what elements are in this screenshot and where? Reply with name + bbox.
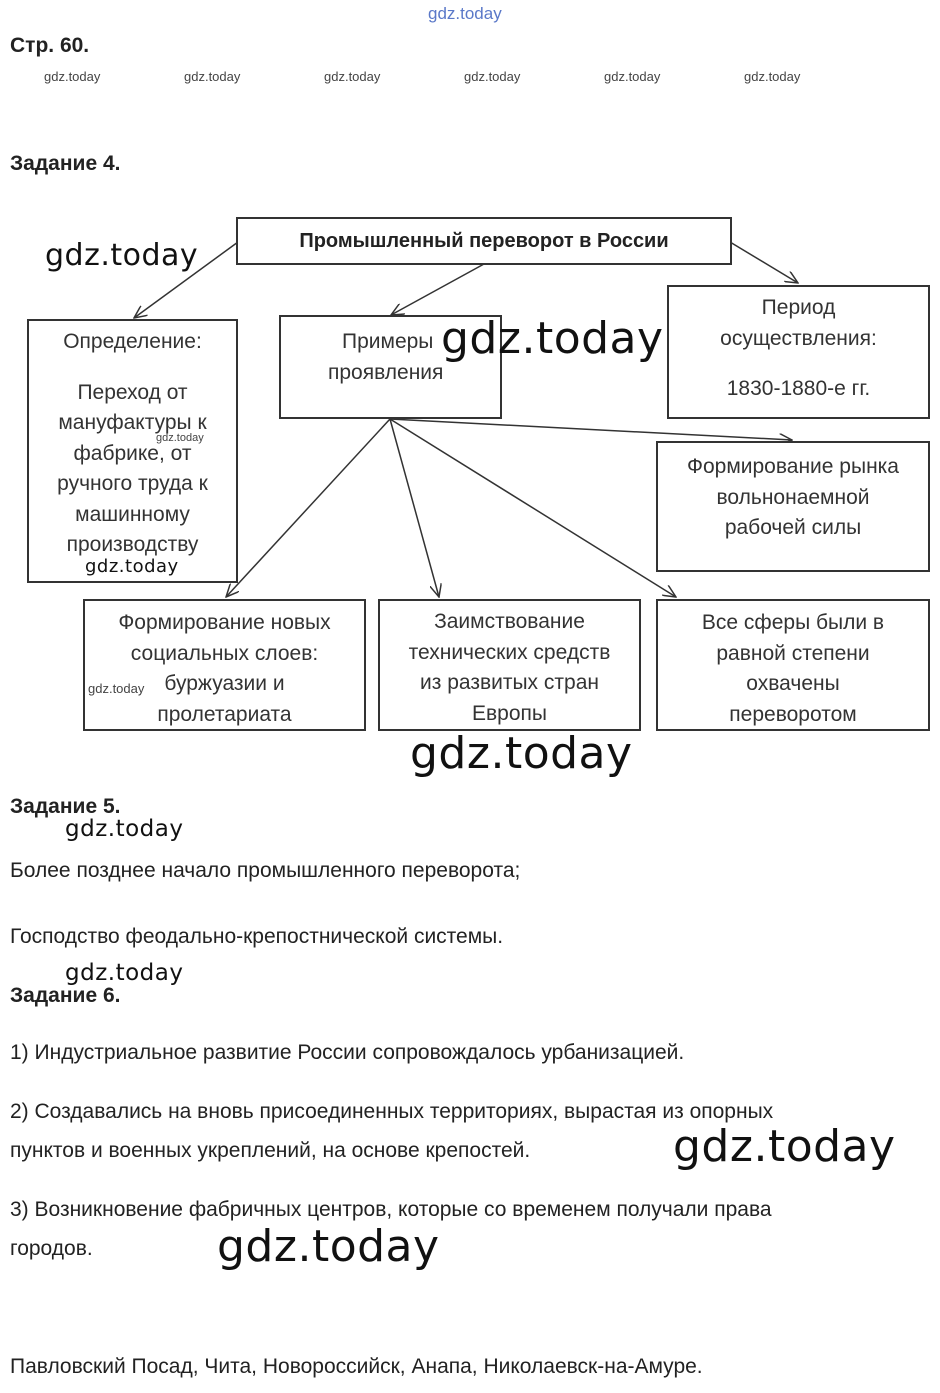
watermark-diagram-tiny: gdz.today bbox=[156, 432, 204, 444]
watermark-diagram-left: gdz.today bbox=[45, 238, 199, 273]
task6-item-1: 1) Индустриальное развитие России сопров… bbox=[10, 1041, 685, 1064]
tech-line-3: из развитых стран bbox=[420, 671, 599, 694]
arrow-root-to-definition bbox=[134, 241, 239, 318]
task5-line-1: Более позднее начало промышленного перев… bbox=[10, 859, 521, 882]
watermark-row-4: gdz.today bbox=[464, 69, 521, 84]
social-box: Формирование новых социальных слоев: бур… bbox=[83, 599, 366, 731]
market-line-2: вольнонаемной bbox=[716, 485, 870, 509]
arrow-examples-to-tech bbox=[389, 418, 439, 597]
tech-line-2: технических средств bbox=[408, 640, 611, 664]
root-title: Промышленный переворот в России bbox=[299, 230, 669, 252]
tech-line-1: Заимствование bbox=[434, 610, 585, 633]
examples-line-1: Примеры bbox=[342, 330, 434, 353]
task6-item-3-line-1: 3) Возникновение фабричных центров, кото… bbox=[10, 1198, 772, 1221]
definition-line-6: производству bbox=[66, 533, 199, 556]
definition-line-1: Переход от bbox=[77, 380, 188, 404]
social-line-2: социальных слоев: bbox=[130, 641, 319, 665]
period-line-2: осуществления: bbox=[720, 326, 877, 350]
examples-line-2: проявления bbox=[328, 360, 444, 384]
definition-line-4: ручного труда к bbox=[57, 472, 208, 495]
watermark-row-5: gdz.today bbox=[604, 69, 661, 84]
watermark-diagram-bottom: gdz.today bbox=[410, 728, 633, 779]
task5-heading: Задание 5. bbox=[10, 795, 121, 818]
tech-line-4: Европы bbox=[472, 701, 547, 725]
definition-label: Определение: bbox=[63, 330, 202, 353]
tech-box: Заимствование технических средств из раз… bbox=[378, 599, 641, 731]
period-box: Период осуществления: 1830-1880-е гг. bbox=[667, 285, 930, 419]
market-line-1: Формирование рынка bbox=[687, 455, 899, 478]
watermark-task5: gdz.today bbox=[65, 816, 184, 842]
market-line-3: рабочей силы bbox=[724, 516, 862, 539]
definition-box: Определение: Переход от мануфактуры к фа… bbox=[27, 319, 238, 583]
diagram-arrows bbox=[0, 241, 940, 760]
watermark-diagram-social: gdz.today bbox=[88, 681, 145, 696]
task6-item-2-line-2: пунктов и военных укреплений, на основе … bbox=[10, 1139, 531, 1162]
arrow-root-to-period bbox=[729, 241, 798, 283]
definition-line-3: фабрике, от bbox=[73, 441, 192, 465]
watermark-row-3: gdz.today bbox=[324, 69, 381, 84]
task6-item-3-line-2: городов. bbox=[10, 1237, 93, 1260]
examples-box: Примеры проявления bbox=[279, 315, 502, 419]
task6-item-2-line-1: 2) Создавались на вновь присоединенных т… bbox=[10, 1100, 774, 1123]
social-line-3: буржуазии и bbox=[164, 672, 285, 695]
social-line-1: Формирование новых bbox=[118, 611, 331, 634]
arrow-examples-to-market bbox=[389, 418, 792, 440]
watermark-row-1: gdz.today bbox=[44, 69, 101, 84]
root-box: Промышленный переворот в России bbox=[236, 217, 732, 265]
watermark-task6-item2: gdz.today bbox=[673, 1121, 896, 1172]
task6-heading: Задание 6. bbox=[10, 984, 121, 1007]
market-box: Формирование рынка вольнонаемной рабочей… bbox=[656, 441, 930, 572]
watermark-diagram-center: gdz.today bbox=[441, 313, 664, 364]
watermark-row-6: gdz.today bbox=[744, 69, 801, 84]
spheres-line-2: равной степени bbox=[716, 641, 870, 665]
definition-line-5: машинному bbox=[75, 502, 190, 526]
social-line-4: пролетариата bbox=[157, 702, 292, 726]
spheres-box: Все сферы были в равной степени охвачены… bbox=[656, 599, 930, 731]
task5-line-2: Господство феодально-крепостнической сис… bbox=[10, 925, 504, 948]
page-label: Стр. 60. bbox=[10, 34, 90, 57]
watermark-task6: gdz.today bbox=[65, 960, 184, 986]
spheres-line-3: охвачены bbox=[746, 672, 840, 695]
watermark-task6-item3: gdz.today bbox=[217, 1221, 440, 1272]
task4-heading: Задание 4. bbox=[10, 152, 121, 175]
watermark-diagram-definition: gdz.today bbox=[85, 556, 179, 577]
watermark-top: gdz.today bbox=[428, 4, 502, 23]
definition-line-2: мануфактуры к bbox=[58, 411, 207, 434]
spheres-line-1: Все сферы были в bbox=[701, 611, 885, 634]
arrow-root-to-examples bbox=[391, 263, 485, 315]
period-line-1: Период bbox=[761, 296, 836, 319]
arrow-examples-to-social bbox=[226, 418, 391, 597]
period-value: 1830-1880-е гг. bbox=[726, 377, 871, 400]
cities-line: Павловский Посад, Чита, Новороссийск, Ан… bbox=[10, 1355, 703, 1378]
watermark-row-2: gdz.today bbox=[184, 69, 241, 84]
arrow-examples-to-spheres bbox=[389, 418, 676, 597]
spheres-line-4: переворотом bbox=[729, 702, 857, 726]
